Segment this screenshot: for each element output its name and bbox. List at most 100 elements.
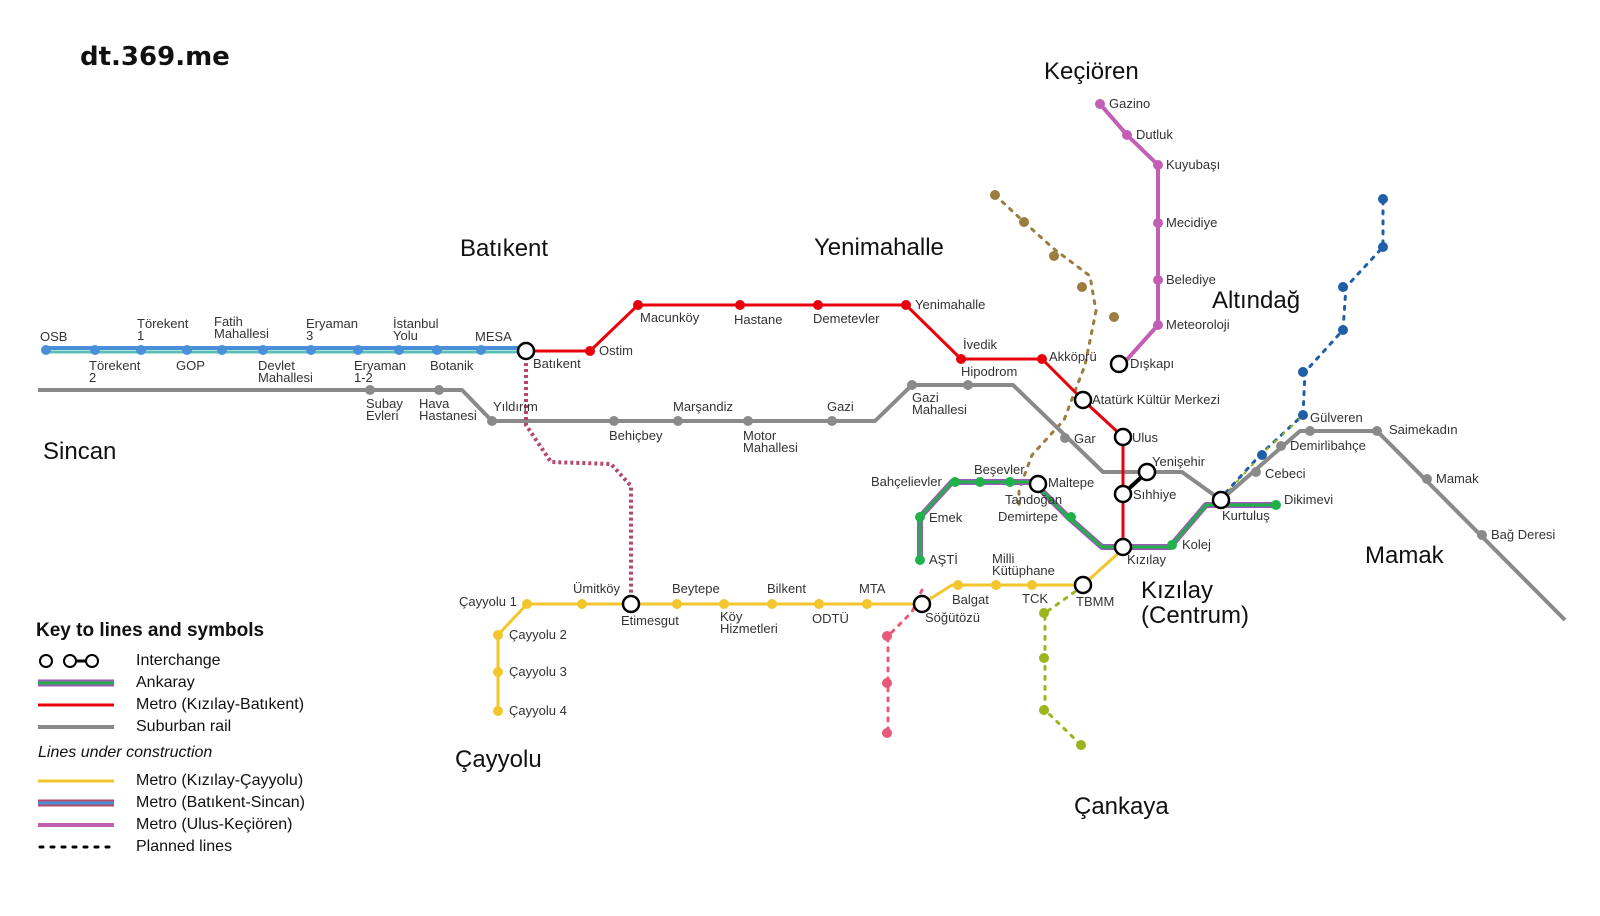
cayyolu-symbol	[36, 770, 136, 792]
station-label: Kolej	[1182, 537, 1211, 552]
interchange-sihhiye	[1113, 484, 1133, 504]
station-label: Ümitköy	[573, 581, 620, 596]
watermark: dt.369.me	[80, 42, 230, 72]
station-label: Devlet	[258, 358, 295, 373]
planned-line-olive	[1043, 584, 1085, 747]
station-label: Ostim	[599, 343, 633, 358]
district-cayyolu: Çayyolu	[455, 746, 542, 773]
station-label: Bahçelievler	[871, 474, 942, 489]
interchange-symbol	[36, 650, 136, 672]
legend-row-kecioren: Metro (Ulus-Keçiören)	[36, 814, 376, 836]
station-label: Belediye	[1166, 272, 1216, 287]
station-label: Atatürk Kültür Merkezi	[1092, 392, 1220, 407]
station-label: Motor	[743, 428, 777, 443]
interchange-batikent	[516, 341, 536, 361]
interchange-kurtulus	[1211, 490, 1231, 510]
station-label: Balgat	[952, 592, 989, 607]
station-label: Demirtepe	[998, 509, 1058, 524]
suburban-symbol	[36, 716, 136, 738]
station-label: Gazi	[827, 399, 854, 414]
station-label: Fatih	[214, 314, 243, 329]
station-label: İstanbul	[393, 316, 439, 331]
interchange-icon	[39, 654, 99, 668]
interchange-maltepe	[1028, 474, 1048, 494]
station-label: Gazi	[912, 390, 939, 405]
interchange-etimesgut	[621, 594, 641, 614]
station-label: Gazino	[1109, 96, 1150, 111]
station-label: Akköprü	[1049, 349, 1097, 364]
legend-row-sincan: Metro (Batıkent-Sincan)	[36, 792, 376, 814]
suburban-east	[1219, 429, 1567, 622]
station-label: Emek	[929, 510, 963, 525]
station-label: Batıkent	[533, 356, 581, 371]
station-label: Mahallesi	[214, 326, 269, 341]
station-label: Mahallesi	[258, 370, 313, 385]
legend: Key to lines and symbols Interchange Ank…	[36, 620, 376, 858]
ankaray-swatch	[38, 679, 114, 687]
station-label: Milli	[992, 551, 1014, 566]
station-dots	[41, 99, 1487, 750]
legend-row-cayyolu: Metro (Kızılay-Çayyolu)	[36, 770, 376, 792]
planned-line-brown	[993, 193, 1098, 313]
district-altindag: Altındağ	[1212, 287, 1300, 314]
station-label: Marşandiz	[673, 399, 733, 414]
district-sincan: Sincan	[43, 438, 116, 465]
station-label: Kızılay	[1127, 552, 1167, 567]
station-label: Çayyolu 3	[509, 664, 567, 679]
sincan-symbol	[36, 792, 136, 814]
station-label: ODTÜ	[812, 611, 849, 626]
station-label: Eryaman	[306, 316, 358, 331]
station-label: Mecidiye	[1166, 215, 1217, 230]
station-label: AŞTİ	[929, 552, 958, 567]
district-kizilay: Kızılay	[1141, 577, 1213, 604]
metro-symbol	[36, 694, 136, 716]
legend-label: Suburban rail	[136, 718, 232, 735]
interchange-diskapi	[1109, 354, 1129, 374]
station-label: Demetevler	[813, 311, 880, 326]
station-label: Beytepe	[672, 581, 720, 596]
station-label: GOP	[176, 358, 205, 373]
district-cankaya: Çankaya	[1074, 793, 1169, 820]
station-label: Hizmetleri	[720, 621, 778, 636]
legend-row-suburban: Suburban rail	[36, 716, 376, 738]
station-label: Yenimahalle	[915, 297, 985, 312]
station-label: Hava	[419, 396, 450, 411]
station-label: Beşevler	[974, 462, 1025, 477]
planned-symbol	[36, 836, 136, 858]
legend-title: Key to lines and symbols	[36, 620, 265, 641]
station-label: 1	[137, 328, 144, 343]
metro-red-swatch	[38, 703, 114, 707]
station-label: Sıhhiye	[1133, 487, 1176, 502]
station-label: Tandoğan	[1005, 492, 1062, 507]
suburban-swatch	[38, 725, 114, 729]
station-label: Törekent	[137, 316, 189, 331]
legend-label: Metro (Ulus-Keçiören)	[136, 816, 293, 833]
station-label: TCK	[1022, 591, 1048, 606]
station-label: Yolu	[393, 328, 418, 343]
legend-label: Metro (Kızılay-Çayyolu)	[136, 772, 304, 789]
legend-row-ankaray: Ankaray	[36, 672, 376, 694]
planned-line-navy	[1217, 195, 1385, 502]
legend-label: Interchange	[136, 652, 221, 669]
station-label: Gar	[1074, 431, 1096, 446]
legend-label: Metro (Kızılay-Batıkent)	[136, 696, 305, 713]
kecioren-symbol	[36, 814, 136, 836]
district-yenimahalle: Yenimahalle	[814, 234, 944, 261]
station-label: Botanik	[430, 358, 474, 373]
legend-row-interchange: Interchange	[36, 650, 376, 672]
station-label: Kuyubaşı	[1166, 157, 1220, 172]
station-label: Mamak	[1436, 471, 1479, 486]
sincan-line	[46, 346, 633, 604]
station-label: Yıldırım	[493, 399, 538, 414]
interchange-ulus	[1113, 427, 1133, 447]
station-label: Dışkapı	[1130, 356, 1174, 371]
station-label: OSB	[40, 329, 67, 344]
station-label: Hastanesi	[419, 408, 477, 423]
station-label: Mahallesi	[912, 402, 967, 417]
district-batikent: Batıkent	[460, 235, 548, 262]
station-label: Cebeci	[1265, 466, 1306, 481]
station-label: TBMM	[1076, 594, 1114, 609]
station-label: Evleri	[366, 408, 399, 423]
station-label: Bağ Deresi	[1491, 527, 1555, 542]
